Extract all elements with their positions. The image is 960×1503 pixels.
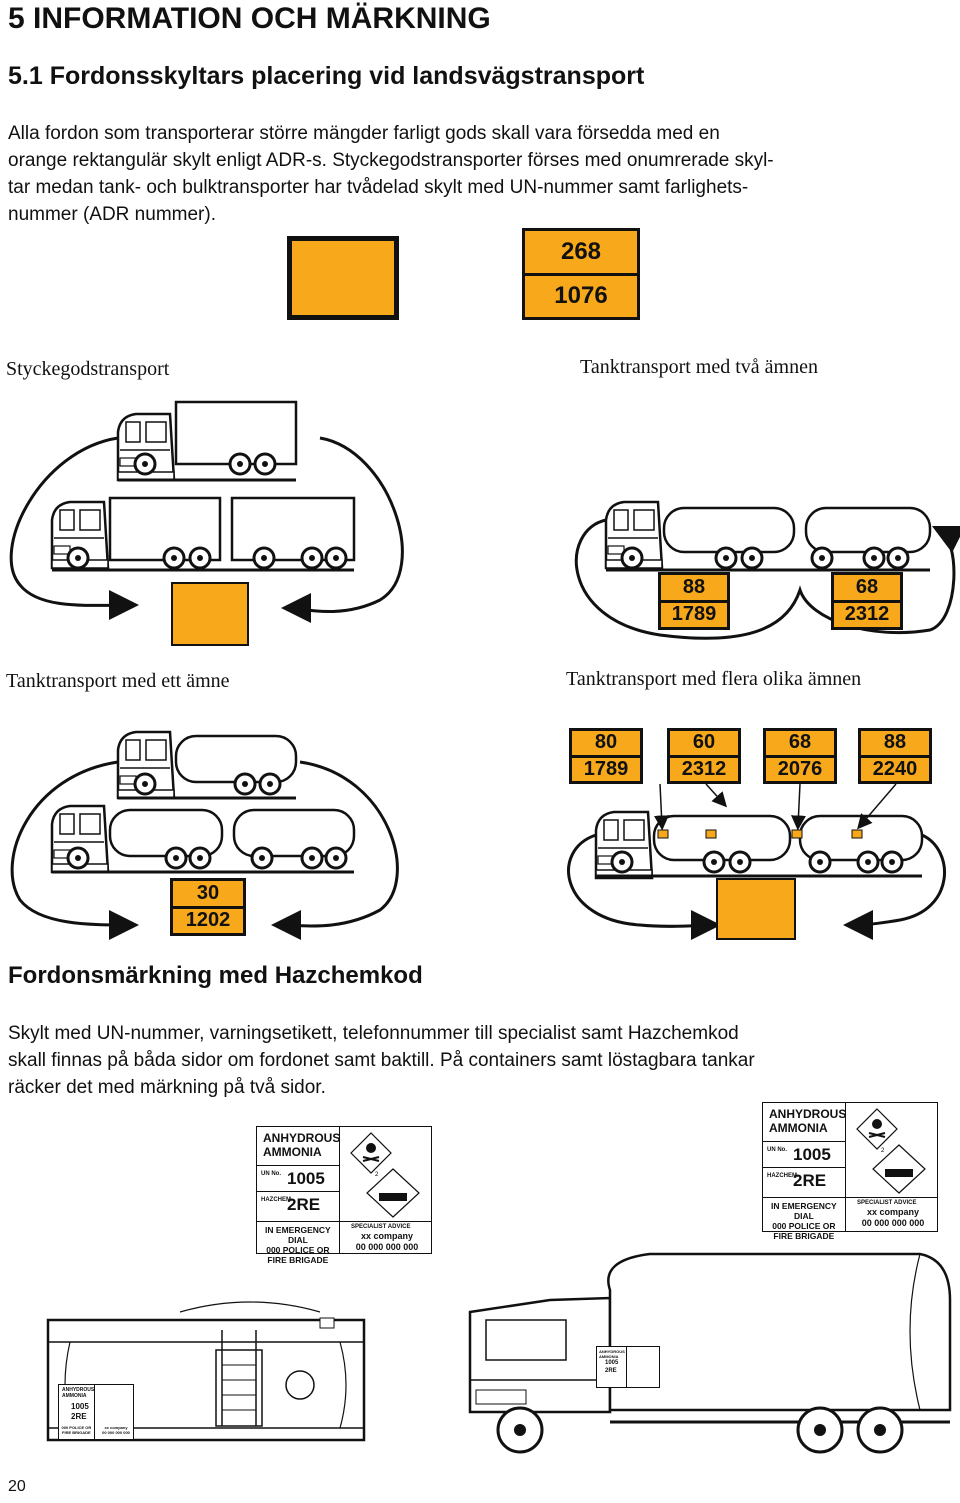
hazchem-paragraph: Skylt med UN-nummer, varningsetikett, te… — [8, 1020, 948, 1101]
orange-plate: 68 2076 — [763, 728, 837, 784]
intro-line: tar medan tank- och bulktransporter har … — [8, 177, 749, 198]
hazchem-value: 2RE — [605, 1368, 617, 1374]
box-truck — [116, 400, 298, 482]
un-number: 1076 — [554, 282, 608, 310]
un-number: 2312 — [681, 757, 727, 780]
page-number: 20 — [8, 1478, 26, 1495]
substance-name: ANHYDROUS — [263, 1131, 341, 1145]
orange-plate: 88 2240 — [858, 728, 932, 784]
label-styckegods: Styckegodstransport — [6, 358, 170, 380]
page-heading: 5 INFORMATION OCH MÄRKNING — [8, 2, 491, 35]
section-heading: 5.1 Fordonsskyltars placering vid landsv… — [8, 62, 645, 90]
un-number: 2076 — [777, 757, 823, 780]
hazard-number: 68 — [834, 575, 900, 603]
un-value: 1005 — [605, 1360, 619, 1366]
advice-label: SPECIALIST ADVICE — [857, 1200, 917, 1206]
intro-line: Alla fordon som transporterar större män… — [8, 123, 720, 144]
hazchem-line: Skylt med UN-nummer, varningsetikett, te… — [8, 1023, 739, 1044]
hazchem-line: räcker det med märkning på två sidor. — [8, 1077, 326, 1098]
emergency-text: 000 POLICE OR — [772, 1221, 836, 1231]
emergency-text: IN EMERGENCY DIAL — [265, 1225, 331, 1245]
tanker-rear-illustration — [468, 1252, 952, 1454]
advice-label: SPECIALIST ADVICE — [351, 1224, 411, 1230]
intro-paragraph: Alla fordon som transporterar större män… — [8, 120, 948, 228]
un-value: 1005 — [793, 1145, 831, 1164]
hazard-diamond-icons: 2 — [350, 1132, 420, 1218]
hazard-number: 60 — [670, 731, 738, 758]
svg-text:2: 2 — [881, 1148, 885, 1154]
un-number: 1789 — [583, 757, 629, 780]
tank-truck-two — [604, 500, 932, 572]
hazard-diamond-icons: 2 — [856, 1108, 926, 1194]
phone-number: 00 000 000 000 — [355, 1242, 419, 1252]
example-numbered-plate: 268 1076 — [522, 228, 640, 320]
label-one-substance: Tanktransport med ett ämne — [6, 670, 230, 692]
hazchem-sign-small: ANHYDROUS AMMONIA 1005 2RE — [596, 1346, 660, 1388]
hazchem-sign-small: ANHYDROUS AMMONIA 1005 2RE 000 POLICE OR… — [58, 1384, 134, 1440]
hazard-number: 30 — [173, 881, 243, 909]
un-number: 2240 — [872, 757, 918, 780]
emergency-text: IN EMERGENCY DIAL — [771, 1201, 837, 1221]
hazchem-value: 2RE — [287, 1195, 321, 1214]
orange-plate: 88 1789 — [658, 572, 730, 630]
company-name: xx company — [104, 1425, 128, 1430]
hazard-number: 88 — [861, 731, 929, 758]
emergency-text: FIRE BRIGADE — [267, 1255, 329, 1265]
hazchem-label: HAZCHEM. — [261, 1197, 293, 1203]
emergency-text: 000 POLICE OR — [61, 1425, 92, 1430]
substance-name: ANHYDROUS — [62, 1387, 95, 1393]
phone-number: 00 000 000 000 — [861, 1218, 925, 1228]
emergency-text: FIRE BRIGADE — [62, 1430, 91, 1435]
hazard-number: 268 — [525, 231, 637, 276]
substance-name: AMMONIA — [599, 1354, 619, 1359]
substance-name: AMMONIA — [62, 1393, 87, 1399]
un-label: UN No. — [767, 1147, 787, 1153]
substance-name: AMMONIA — [263, 1145, 322, 1159]
tank-truck-one — [116, 730, 298, 800]
blank-orange-plate — [171, 582, 249, 646]
substance-name: ANHYDROUS — [769, 1107, 847, 1121]
un-value: 1005 — [71, 1402, 89, 1411]
un-number: 1202 — [185, 909, 231, 932]
un-value: 1005 — [287, 1169, 325, 1188]
un-label: UN No. — [261, 1171, 281, 1177]
un-number: 1789 — [671, 603, 717, 626]
substance-name: AMMONIA — [769, 1121, 828, 1135]
orange-plate: 80 1789 — [569, 728, 643, 784]
hazchem-heading: Fordonsmärkning med Hazchemkod — [8, 962, 423, 989]
tank-truck-one-trailer — [50, 804, 356, 874]
intro-line: orange rektangulär skylt enligt ADR-s. S… — [8, 150, 774, 171]
emergency-text: 000 POLICE OR — [266, 1245, 330, 1255]
hazchem-line: skall finnas på båda sidor om fordonet s… — [8, 1050, 755, 1071]
hazchem-value: 2RE — [71, 1412, 87, 1421]
hazchem-sign: ANHYDROUS AMMONIA UN No. 1005 HAZCHEM. 2… — [256, 1126, 432, 1265]
company-name: xx company — [866, 1207, 920, 1217]
phone-number: 00 000 000 000 — [102, 1430, 130, 1435]
hazchem-sign: ANHYDROUS AMMONIA UN No. 1005 HAZCHEM. 2… — [762, 1102, 938, 1241]
intro-line: nummer (ADR nummer). — [8, 204, 216, 225]
hazard-number: 88 — [661, 575, 727, 603]
label-many-substances: Tanktransport med flera olika ämnen — [566, 668, 862, 690]
hazard-number: 68 — [766, 731, 834, 758]
orange-plate: 30 1202 — [170, 878, 246, 936]
hazard-number: 80 — [572, 731, 640, 758]
svg-text:2: 2 — [375, 1172, 379, 1178]
label-two-substances: Tanktransport med två ämnen — [580, 356, 818, 378]
hazchem-label: HAZCHEM. — [767, 1173, 799, 1179]
orange-plate: 68 2312 — [831, 572, 903, 630]
blank-orange-plate — [716, 878, 796, 940]
substance-name: ANHYDROUS — [599, 1349, 625, 1354]
tank-truck-many — [594, 810, 924, 880]
emergency-text: FIRE BRIGADE — [773, 1231, 835, 1241]
truck-diagrams — [9, 400, 960, 940]
box-truck-trailer — [50, 496, 356, 572]
blank-orange-plate — [287, 236, 399, 320]
orange-plate: 60 2312 — [667, 728, 741, 784]
company-name: xx company — [360, 1231, 414, 1241]
un-number: 2312 — [844, 603, 890, 626]
hazchem-value: 2RE — [793, 1171, 827, 1190]
